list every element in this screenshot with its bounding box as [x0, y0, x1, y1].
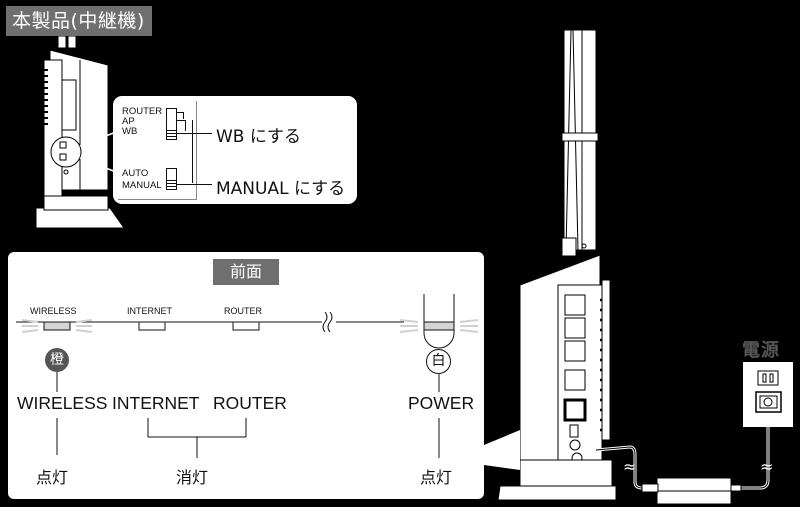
auto-switch-instruction: MANUAL にする — [216, 179, 346, 199]
front-panel-title: 前面 — [213, 259, 279, 285]
label-internet: INTERNET — [112, 393, 200, 413]
cable-break-icon: ≈ — [623, 457, 637, 476]
switch-leader-line — [192, 120, 193, 183]
page-title: 本製品(中継機) — [6, 6, 152, 36]
switch-guide-mark — [177, 112, 184, 119]
led-label-router: ROUTER — [224, 306, 262, 316]
switch-option-auto: AUTO — [122, 168, 149, 179]
mode-switch-knob — [167, 130, 176, 139]
state-wireless: 点灯 — [36, 468, 69, 487]
cable-break-icon: ≈ — [760, 457, 774, 476]
mode-switch-instruction: WB にする — [216, 127, 302, 147]
switch-guide-mark — [177, 120, 186, 131]
white-color-badge: 白 — [426, 349, 451, 374]
state-internet-router: 消灯 — [176, 468, 209, 487]
switch-callout — [113, 96, 357, 204]
led-label-internet: INTERNET — [127, 306, 172, 316]
switch-leader-line — [176, 184, 212, 185]
orange-color-badge: 橙 — [45, 348, 69, 372]
power-cable — [595, 410, 770, 490]
callout-leader — [79, 131, 117, 173]
label-power: POWER — [408, 393, 475, 413]
led-label-wireless: WIRELESS — [30, 306, 77, 316]
switch-option-ap: AP — [122, 116, 135, 127]
switch-option-manual: MANUAL — [122, 180, 162, 191]
wall-outlet — [743, 362, 793, 427]
label-wireless: WIRELESS — [17, 393, 108, 413]
repeater-side-illustration — [35, 35, 125, 229]
mode-switch[interactable] — [166, 108, 177, 140]
power-outlet-label: 電源 — [742, 340, 780, 361]
switch-leader-line — [176, 133, 212, 134]
panel-pointer — [484, 430, 520, 470]
switch-option-wb: WB — [122, 126, 138, 137]
label-router: ROUTER — [213, 393, 287, 413]
switch-option-router: ROUTER — [122, 106, 163, 117]
auto-manual-switch[interactable] — [166, 168, 177, 190]
repeater-front-illustration — [497, 29, 617, 501]
state-power: 点灯 — [420, 468, 453, 487]
front-panel-diagram — [8, 252, 484, 499]
switch-panel — [118, 101, 197, 200]
auto-manual-switch-knob — [167, 180, 176, 189]
